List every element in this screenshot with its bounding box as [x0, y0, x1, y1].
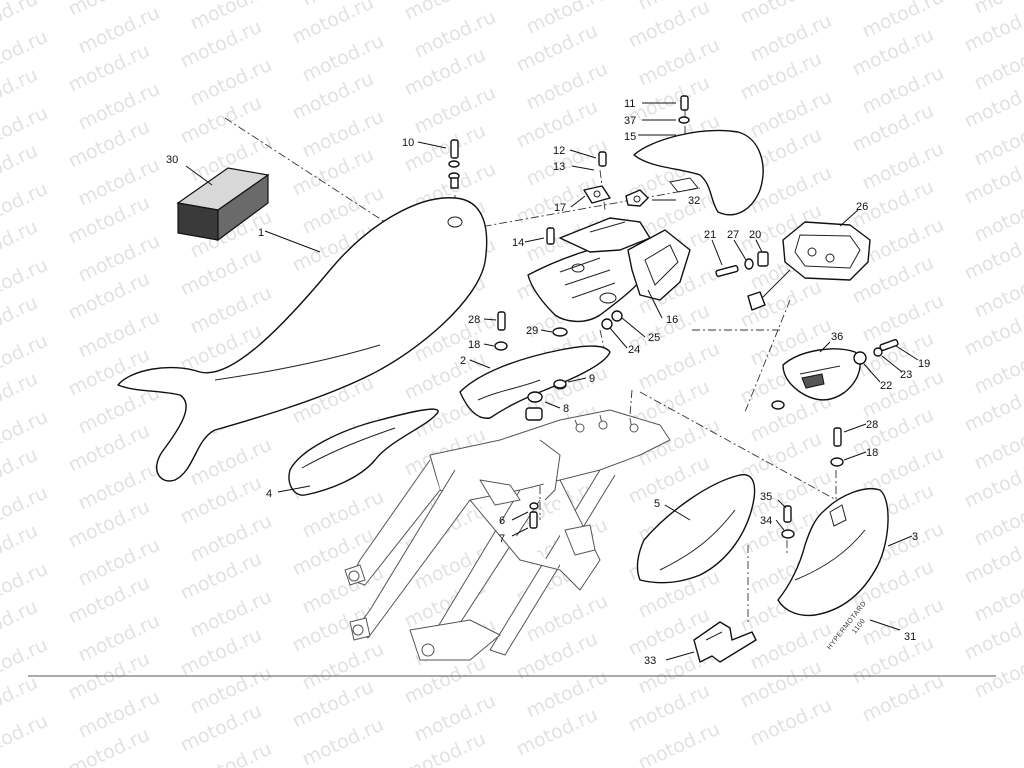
callout-35[interactable]: 35 — [760, 491, 772, 503]
callout-21[interactable]: 21 — [704, 229, 716, 241]
callout-1[interactable]: 1 — [258, 227, 264, 239]
leader-lines — [185, 102, 919, 661]
part-36-reflector-bracket[interactable] — [782, 348, 861, 401]
callout-4[interactable]: 4 — [266, 488, 272, 500]
callout-9[interactable]: 9 — [589, 373, 595, 385]
callout-29[interactable]: 29 — [526, 325, 538, 337]
watermark-text: motod.ru — [513, 704, 601, 761]
callout-16[interactable]: 16 — [666, 314, 678, 326]
callout-30[interactable]: 30 — [166, 154, 178, 166]
part-15-tail-cover[interactable] — [633, 129, 764, 216]
callout-32[interactable]: 32 — [688, 195, 700, 207]
callout-25[interactable]: 25 — [648, 332, 660, 344]
part-32-clip[interactable] — [625, 189, 649, 207]
part-13-clip[interactable] — [583, 185, 611, 204]
callout-3[interactable]: 3 — [912, 531, 918, 543]
part-26-tail-light[interactable] — [747, 221, 871, 311]
callout-31[interactable]: 31 — [904, 631, 916, 643]
callout-34[interactable]: 34 — [760, 515, 772, 527]
callout-28-right[interactable]: 28 — [866, 419, 878, 431]
callout-28-left[interactable]: 28 — [468, 314, 480, 326]
callout-15[interactable]: 15 — [624, 131, 636, 143]
callout-17[interactable]: 17 — [554, 202, 566, 214]
callout-22[interactable]: 22 — [880, 380, 892, 392]
fasteners — [448, 95, 899, 539]
rear-subframe — [344, 409, 671, 661]
callout-27[interactable]: 27 — [727, 229, 739, 241]
part-3-side-panel[interactable] — [777, 488, 889, 617]
callout-7[interactable]: 7 — [499, 533, 505, 545]
callout-2[interactable]: 2 — [460, 355, 466, 367]
callout-26[interactable]: 26 — [856, 201, 868, 213]
callout-10[interactable]: 10 — [402, 137, 414, 149]
callout-19[interactable]: 19 — [918, 358, 930, 370]
callout-6[interactable]: 6 — [499, 515, 505, 527]
callout-23[interactable]: 23 — [900, 369, 912, 381]
callout-numbers: 30 1 4 10 11 37 15 12 13 17 32 14 16 25 … — [166, 98, 930, 667]
part-5-panel-pad[interactable] — [636, 474, 756, 584]
callout-33[interactable]: 33 — [644, 655, 656, 667]
callout-8[interactable]: 8 — [563, 403, 569, 415]
callout-24[interactable]: 24 — [628, 344, 640, 356]
part-30-block[interactable] — [176, 167, 270, 242]
callout-36[interactable]: 36 — [831, 331, 843, 343]
callout-18-right[interactable]: 18 — [866, 447, 878, 459]
callout-13[interactable]: 13 — [553, 161, 565, 173]
callout-14[interactable]: 14 — [512, 237, 524, 249]
watermark-text: motod.ru — [0, 710, 51, 767]
callout-37[interactable]: 37 — [624, 115, 636, 127]
part-4-seat-pad[interactable] — [288, 408, 439, 496]
part-33-bracket[interactable] — [693, 621, 757, 663]
callout-12[interactable]: 12 — [553, 145, 565, 157]
part-16-lower-plate[interactable] — [527, 229, 691, 323]
callout-11[interactable]: 11 — [624, 98, 635, 110]
callout-5[interactable]: 5 — [654, 498, 660, 510]
callout-18-left[interactable]: 18 — [468, 339, 480, 351]
part-17-bracket[interactable] — [559, 217, 651, 253]
part-2-plate[interactable] — [459, 345, 611, 419]
part-1-seat[interactable] — [117, 197, 488, 482]
callout-20[interactable]: 20 — [749, 229, 761, 241]
